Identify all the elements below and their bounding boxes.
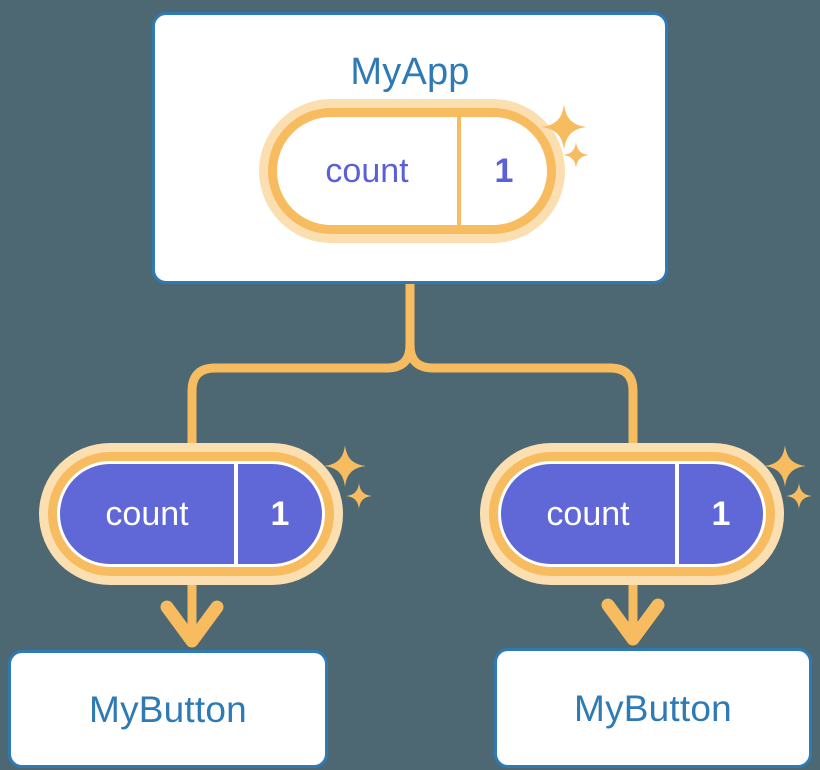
state-pill-key: count — [105, 495, 189, 533]
state-pill-value: 1 — [457, 117, 547, 225]
state-pill-body: count 1 — [57, 461, 325, 567]
component-card-mybutton-left[interactable]: MyButton — [8, 650, 328, 768]
state-pill-right[interactable]: count 1 — [480, 443, 784, 585]
state-pill-myapp[interactable]: count 1 — [259, 99, 565, 243]
state-pill-body: count 1 — [498, 461, 766, 567]
state-pill-key: count — [546, 495, 630, 533]
state-pill-value: 1 — [234, 464, 322, 564]
state-pill-body: count 1 — [277, 117, 547, 225]
connector-right-arrow-head — [601, 598, 665, 646]
state-pill-value: 1 — [675, 464, 763, 564]
component-card-mybutton-left-label: MyButton — [89, 688, 247, 730]
component-card-mybutton-right-label: MyButton — [574, 687, 732, 729]
state-pill-left[interactable]: count 1 — [39, 443, 343, 585]
component-card-myapp-label: MyApp — [350, 51, 470, 93]
state-pill-key: count — [325, 152, 409, 190]
component-card-mybutton-right[interactable]: MyButton — [494, 648, 812, 768]
connector-left-arrow-head — [160, 600, 224, 648]
connector-tree-path — [187, 279, 638, 475]
